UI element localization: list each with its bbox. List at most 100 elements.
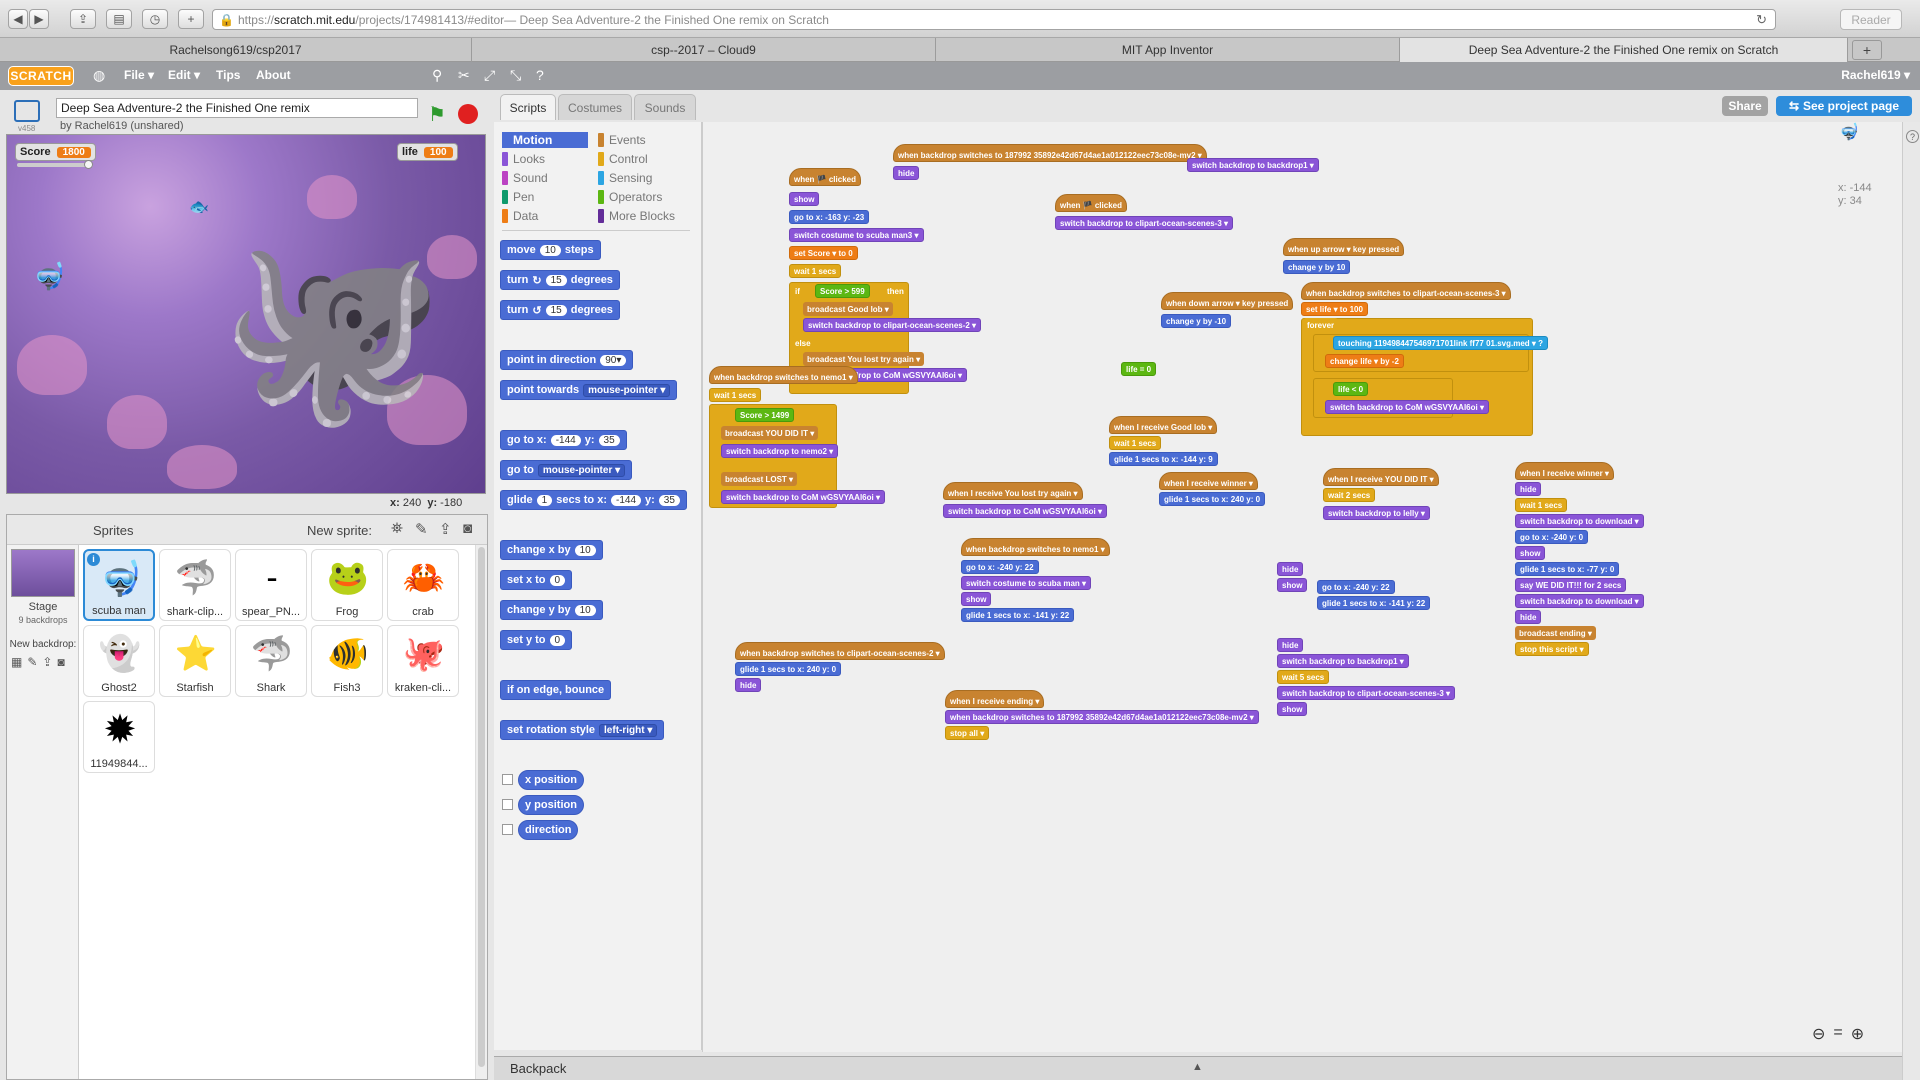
sprite-tile[interactable]: - spear_PN...	[235, 549, 307, 621]
checkbox-y-position[interactable]	[502, 799, 513, 810]
browser-tab-active[interactable]: Deep Sea Adventure-2 the Finished One re…	[1400, 38, 1848, 62]
script-block[interactable]: when backdrop switches to clipart-ocean-…	[1301, 282, 1511, 300]
green-flag-icon[interactable]: ⚑	[428, 104, 446, 126]
sprite-tile[interactable]: ✹ 11949844...	[83, 701, 155, 773]
tab-scripts[interactable]: Scripts	[500, 94, 556, 120]
paint-backdrop-icon[interactable]: ✎	[27, 655, 43, 669]
globe-icon[interactable]: ◍	[93, 67, 106, 83]
sprite-tile[interactable]: 🐸 Frog	[311, 549, 383, 621]
script-block[interactable]: go to x: -163 y: -23	[789, 210, 870, 224]
script-block[interactable]: broadcast LOST ▾	[721, 472, 798, 486]
project-title-input[interactable]: Deep Sea Adventure-2 the Finished One re…	[56, 98, 418, 118]
menu-edit[interactable]: Edit ▾	[168, 68, 201, 82]
forward-button[interactable]: ▶	[29, 9, 49, 29]
script-block[interactable]: glide 1 secs to x: 240 y: 0	[735, 662, 842, 676]
reload-icon[interactable]: ↻	[1756, 11, 1767, 27]
script-block[interactable]: say WE DID IT!!! for 2 secs	[1515, 578, 1627, 592]
score-slider[interactable]	[17, 160, 93, 169]
sprite-tile[interactable]: ⭐ Starfish	[159, 625, 231, 697]
browser-tab[interactable]: csp--2017 – Cloud9	[472, 38, 936, 62]
duplicate-icon[interactable]: ⚲	[432, 67, 443, 83]
scrollbar-thumb[interactable]	[478, 547, 485, 1067]
menu-file[interactable]: File ▾	[124, 68, 155, 82]
script-block[interactable]: when backdrop switches to clipart-ocean-…	[735, 642, 945, 660]
script-block[interactable]: change life ▾ by -2	[1325, 354, 1404, 368]
score-monitor[interactable]: Score 1800	[15, 143, 96, 161]
script-block[interactable]: switch backdrop to CoM wGSVYAAl6oi ▾	[943, 504, 1107, 518]
checkbox-x-position[interactable]	[502, 774, 513, 785]
category-more-blocks[interactable]: More Blocks	[598, 208, 675, 224]
url-bar[interactable]: 🔒 https :// scratch.mit.edu /projects/17…	[212, 9, 1776, 30]
reporter-x-position[interactable]: x position	[518, 770, 584, 790]
stage-canvas[interactable]: 🐙 🤿 🐟 Score 1800 life 100	[6, 134, 486, 494]
category-motion[interactable]: Motion	[502, 132, 588, 148]
browser-tab[interactable]: MIT App Inventor	[936, 38, 1400, 62]
shrink-icon[interactable]: ⤡	[510, 67, 522, 83]
slider-knob[interactable]	[84, 160, 93, 169]
script-block[interactable]: when I receive You lost try again ▾	[943, 482, 1083, 500]
script-block[interactable]: when I receive winner ▾	[1515, 462, 1614, 480]
user-menu[interactable]: Rachel619 ▾	[1841, 68, 1910, 82]
back-button[interactable]: ◀	[8, 9, 28, 29]
life-monitor[interactable]: life 100	[397, 143, 458, 161]
sprite-tile[interactable]: 🐙 kraken-cli...	[387, 625, 459, 697]
sprite-tile[interactable]: 🦈 Shark	[235, 625, 307, 697]
script-block[interactable]: hide	[1277, 562, 1304, 576]
script-block[interactable]: broadcast YOU DID IT ▾	[721, 426, 819, 440]
sprite-tile[interactable]: 🦈 shark-clip...	[159, 549, 231, 621]
scratch-logo[interactable]: SCRATCH	[8, 66, 74, 86]
script-block[interactable]: wait 2 secs	[1323, 488, 1376, 502]
script-block[interactable]: Score > 1499	[735, 408, 795, 422]
upload-backdrop-icon[interactable]: ⇪	[42, 655, 58, 669]
sprite-pane-scrollbar[interactable]	[475, 545, 487, 1079]
paint-sprite-icon[interactable]: ✎	[415, 521, 428, 538]
script-block[interactable]: stop all ▾	[945, 726, 990, 740]
fish-sprite[interactable]: 🐟	[189, 199, 209, 216]
reader-button[interactable]: Reader	[1840, 9, 1902, 30]
script-block[interactable]: life < 0	[1333, 382, 1369, 396]
new-tab-button[interactable]: +	[1852, 40, 1882, 60]
sprite-tile[interactable]: 🐠 Fish3	[311, 625, 383, 697]
script-block[interactable]: switch backdrop to backdrop1 ▾	[1187, 158, 1319, 172]
tab-costumes[interactable]: Costumes	[558, 94, 632, 120]
script-block[interactable]: hide	[893, 166, 920, 180]
delete-icon[interactable]: ✂	[458, 67, 470, 83]
script-block[interactable]: hide	[1515, 610, 1542, 624]
stop-icon[interactable]	[458, 104, 478, 124]
category-sensing[interactable]: Sensing	[598, 170, 652, 186]
share-button[interactable]: Share	[1722, 96, 1768, 116]
menu-about[interactable]: About	[256, 68, 291, 82]
checkbox-direction[interactable]	[502, 824, 513, 835]
script-block[interactable]: when I receive YOU DID IT ▾	[1323, 468, 1439, 486]
script-block[interactable]: hide	[1277, 638, 1304, 652]
stage-thumbnail[interactable]	[11, 549, 75, 597]
script-block[interactable]: show	[789, 192, 820, 206]
script-block[interactable]: Score > 599	[815, 284, 870, 298]
script-block[interactable]: when backdrop switches to nemo1 ▾	[961, 538, 1110, 556]
script-block[interactable]: life = 0	[1121, 362, 1157, 376]
script-block[interactable]: wait 1 secs	[1515, 498, 1568, 512]
script-block[interactable]: glide 1 secs to x: -77 y: 0	[1515, 562, 1620, 576]
kraken-sprite[interactable]: 🐙	[219, 229, 445, 430]
script-block[interactable]: stop this script ▾	[1515, 642, 1589, 656]
script-area[interactable]: when backdrop switches to 187992 35892e4…	[702, 122, 1902, 1052]
share-page-icon[interactable]: ⇪	[70, 9, 96, 29]
script-block[interactable]: switch backdrop to clipart-ocean-scenes-…	[1277, 686, 1456, 700]
script-block[interactable]: when I receive winner ▾	[1159, 472, 1258, 490]
backpack-bar[interactable]: Backpack ▲	[494, 1056, 1902, 1080]
block-bounce[interactable]: if on edge, bounce	[500, 680, 612, 700]
browser-tab[interactable]: Rachelsong619/csp2017	[0, 38, 472, 62]
script-block[interactable]: show	[1515, 546, 1546, 560]
script-block[interactable]: switch backdrop to download ▾	[1515, 594, 1644, 608]
script-block[interactable]: go to x: -240 y: 0	[1515, 530, 1589, 544]
expand-arrow-icon[interactable]: ▲	[1192, 1061, 1203, 1073]
